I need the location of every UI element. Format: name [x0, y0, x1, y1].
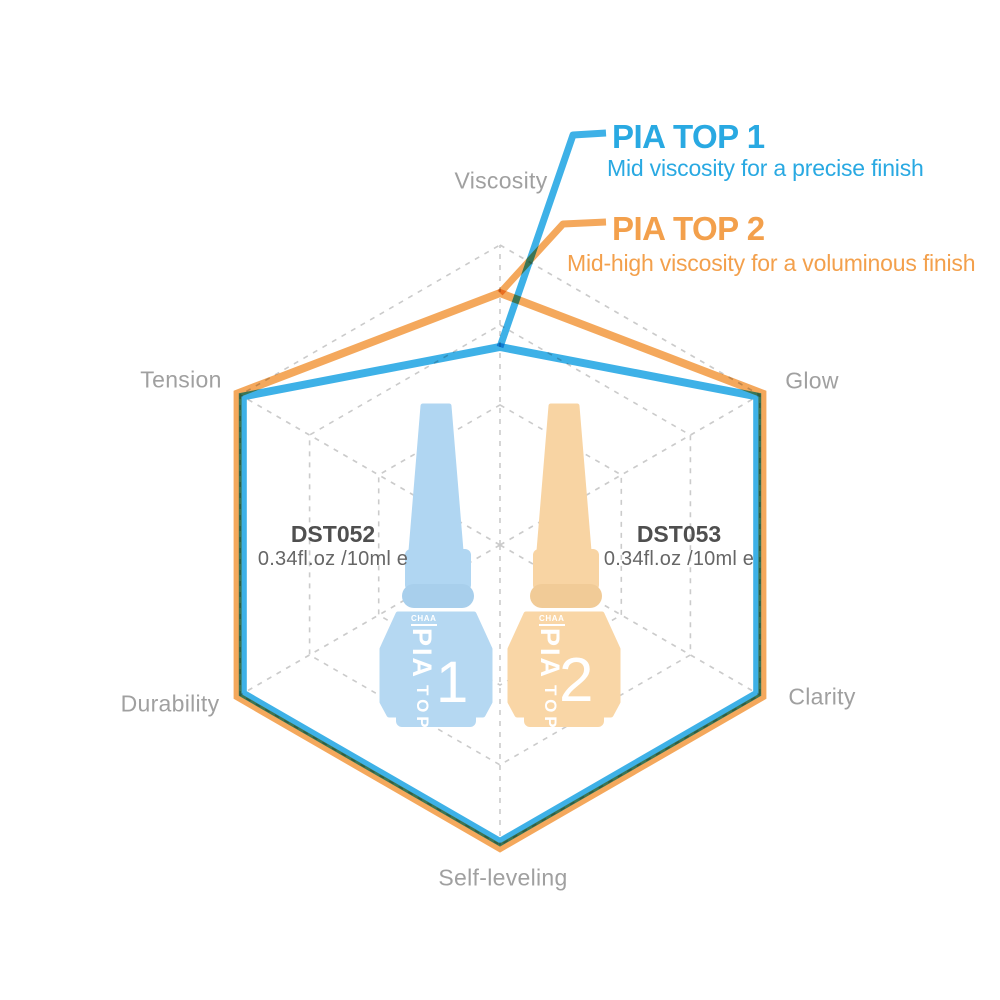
- bottle-2-number: 2: [559, 646, 594, 715]
- bottle-2-body: [507, 611, 621, 718]
- radar-series: [233, 129, 767, 853]
- bottle-1-cap-base: [405, 549, 471, 591]
- axis-label-self-leveling: Self-leveling: [438, 864, 568, 891]
- bottle-1-name-line2: TOP: [413, 685, 432, 732]
- product-bottle-1: [379, 403, 493, 727]
- bottle-1-body: [379, 611, 493, 718]
- legend-callout-1: [496, 129, 607, 349]
- bottle-2-product-name: PIA TOP: [535, 628, 565, 732]
- product-volume-dst052: 0.34fl.oz /10ml e: [257, 548, 409, 570]
- bottle-2-cap-ring: [530, 584, 602, 608]
- bottle-1-cap: [408, 403, 464, 554]
- bottle-2-base: [524, 712, 604, 727]
- bottle-1-name-line1: PIA: [407, 628, 437, 680]
- bottle-2-name-line2: TOP: [541, 685, 560, 732]
- legend-title-pia-top-2: PIA TOP 2: [612, 210, 765, 247]
- axis-label-durability: Durability: [120, 690, 220, 717]
- legend-desc-pia-top-2: Mid-high viscosity for a voluminous fini…: [567, 250, 976, 276]
- bottle-1-cap-ring: [402, 584, 474, 608]
- legend-title-pia-top-1: PIA TOP 1: [612, 118, 765, 155]
- axis-label-viscosity: Viscosity: [454, 167, 548, 194]
- bottle-1-number: 1: [436, 650, 469, 715]
- bottle-1-base: [396, 712, 476, 727]
- product-bottle-2: [507, 403, 621, 727]
- bottle-2-cap: [536, 403, 592, 554]
- product-code-dst052: DST052: [290, 521, 376, 547]
- product-volume-dst053: 0.34fl.oz /10ml e: [603, 548, 755, 570]
- legend-desc-pia-top-1: Mid viscosity for a precise finish: [607, 155, 924, 181]
- bottle-1-brand-mark: CHAA: [411, 615, 437, 626]
- bottle-2-name-line1: PIA: [535, 628, 565, 680]
- bottle-1-product-name: PIA TOP: [407, 628, 437, 732]
- series-polygon-2: [233, 288, 767, 853]
- bottle-2-brand-mark: CHAA: [539, 615, 565, 626]
- product-code-dst053: DST053: [636, 521, 722, 547]
- grid-ring-0: [377, 403, 623, 687]
- series-polygon-1: [238, 342, 762, 847]
- bottle-2-cap-base: [533, 549, 599, 591]
- legend-callout-2: [497, 218, 607, 296]
- axis-label-glow: Glow: [785, 367, 839, 394]
- axis-label-tension: Tension: [140, 366, 222, 393]
- axis-label-clarity: Clarity: [788, 683, 856, 710]
